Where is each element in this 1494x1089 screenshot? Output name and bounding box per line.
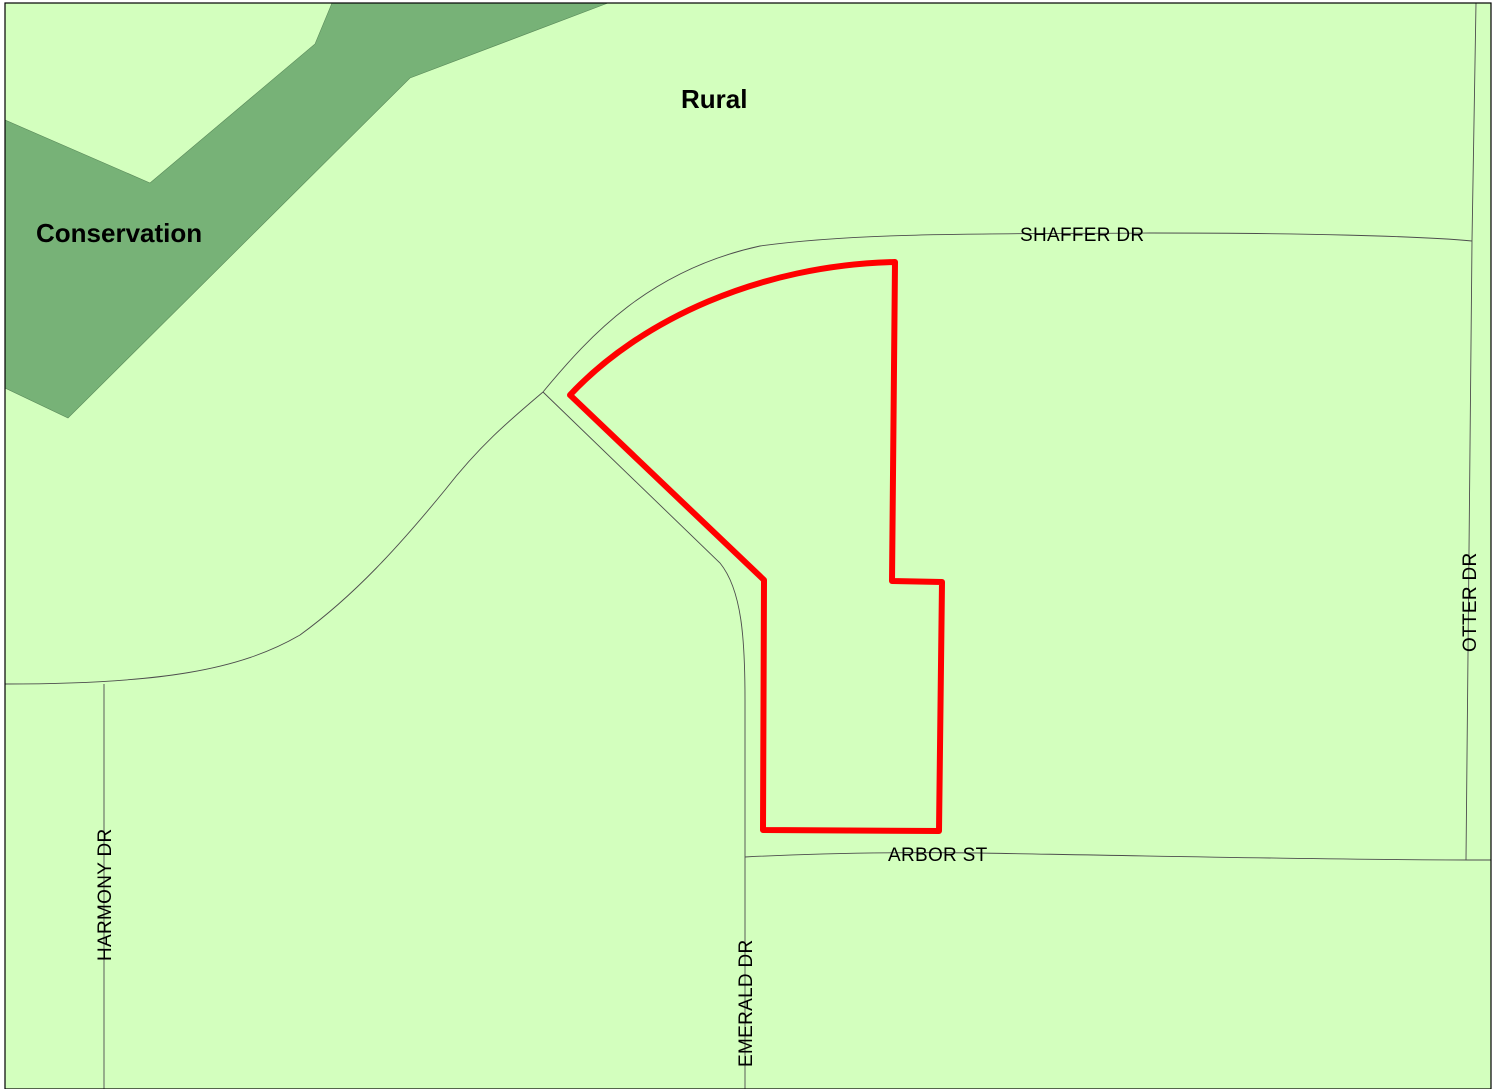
subject-parcel-outline[interactable]	[567, 259, 945, 834]
north-connector-road	[4, 391, 544, 685]
road-network	[4, 2, 1492, 1089]
map-frame	[4, 2, 1492, 1089]
shaffer-dr-label: SHAFFER DR	[1020, 225, 1144, 246]
shaffer-dr-road	[542, 232, 1473, 393]
arbor-st-road	[744, 852, 1492, 861]
otter-dr-label: OTTER DR	[1460, 552, 1481, 652]
rural-zone-label: Rural	[681, 84, 747, 114]
otter-dr-road	[1465, 2, 1477, 861]
emerald-dr-label: EMERALD DR	[736, 939, 757, 1067]
harmony-dr-label: HARMONY DR	[95, 829, 116, 962]
emerald-dr-road	[542, 391, 746, 1089]
conservation-zone-label: Conservation	[36, 218, 202, 248]
arbor-st-label: ARBOR ST	[888, 845, 988, 866]
